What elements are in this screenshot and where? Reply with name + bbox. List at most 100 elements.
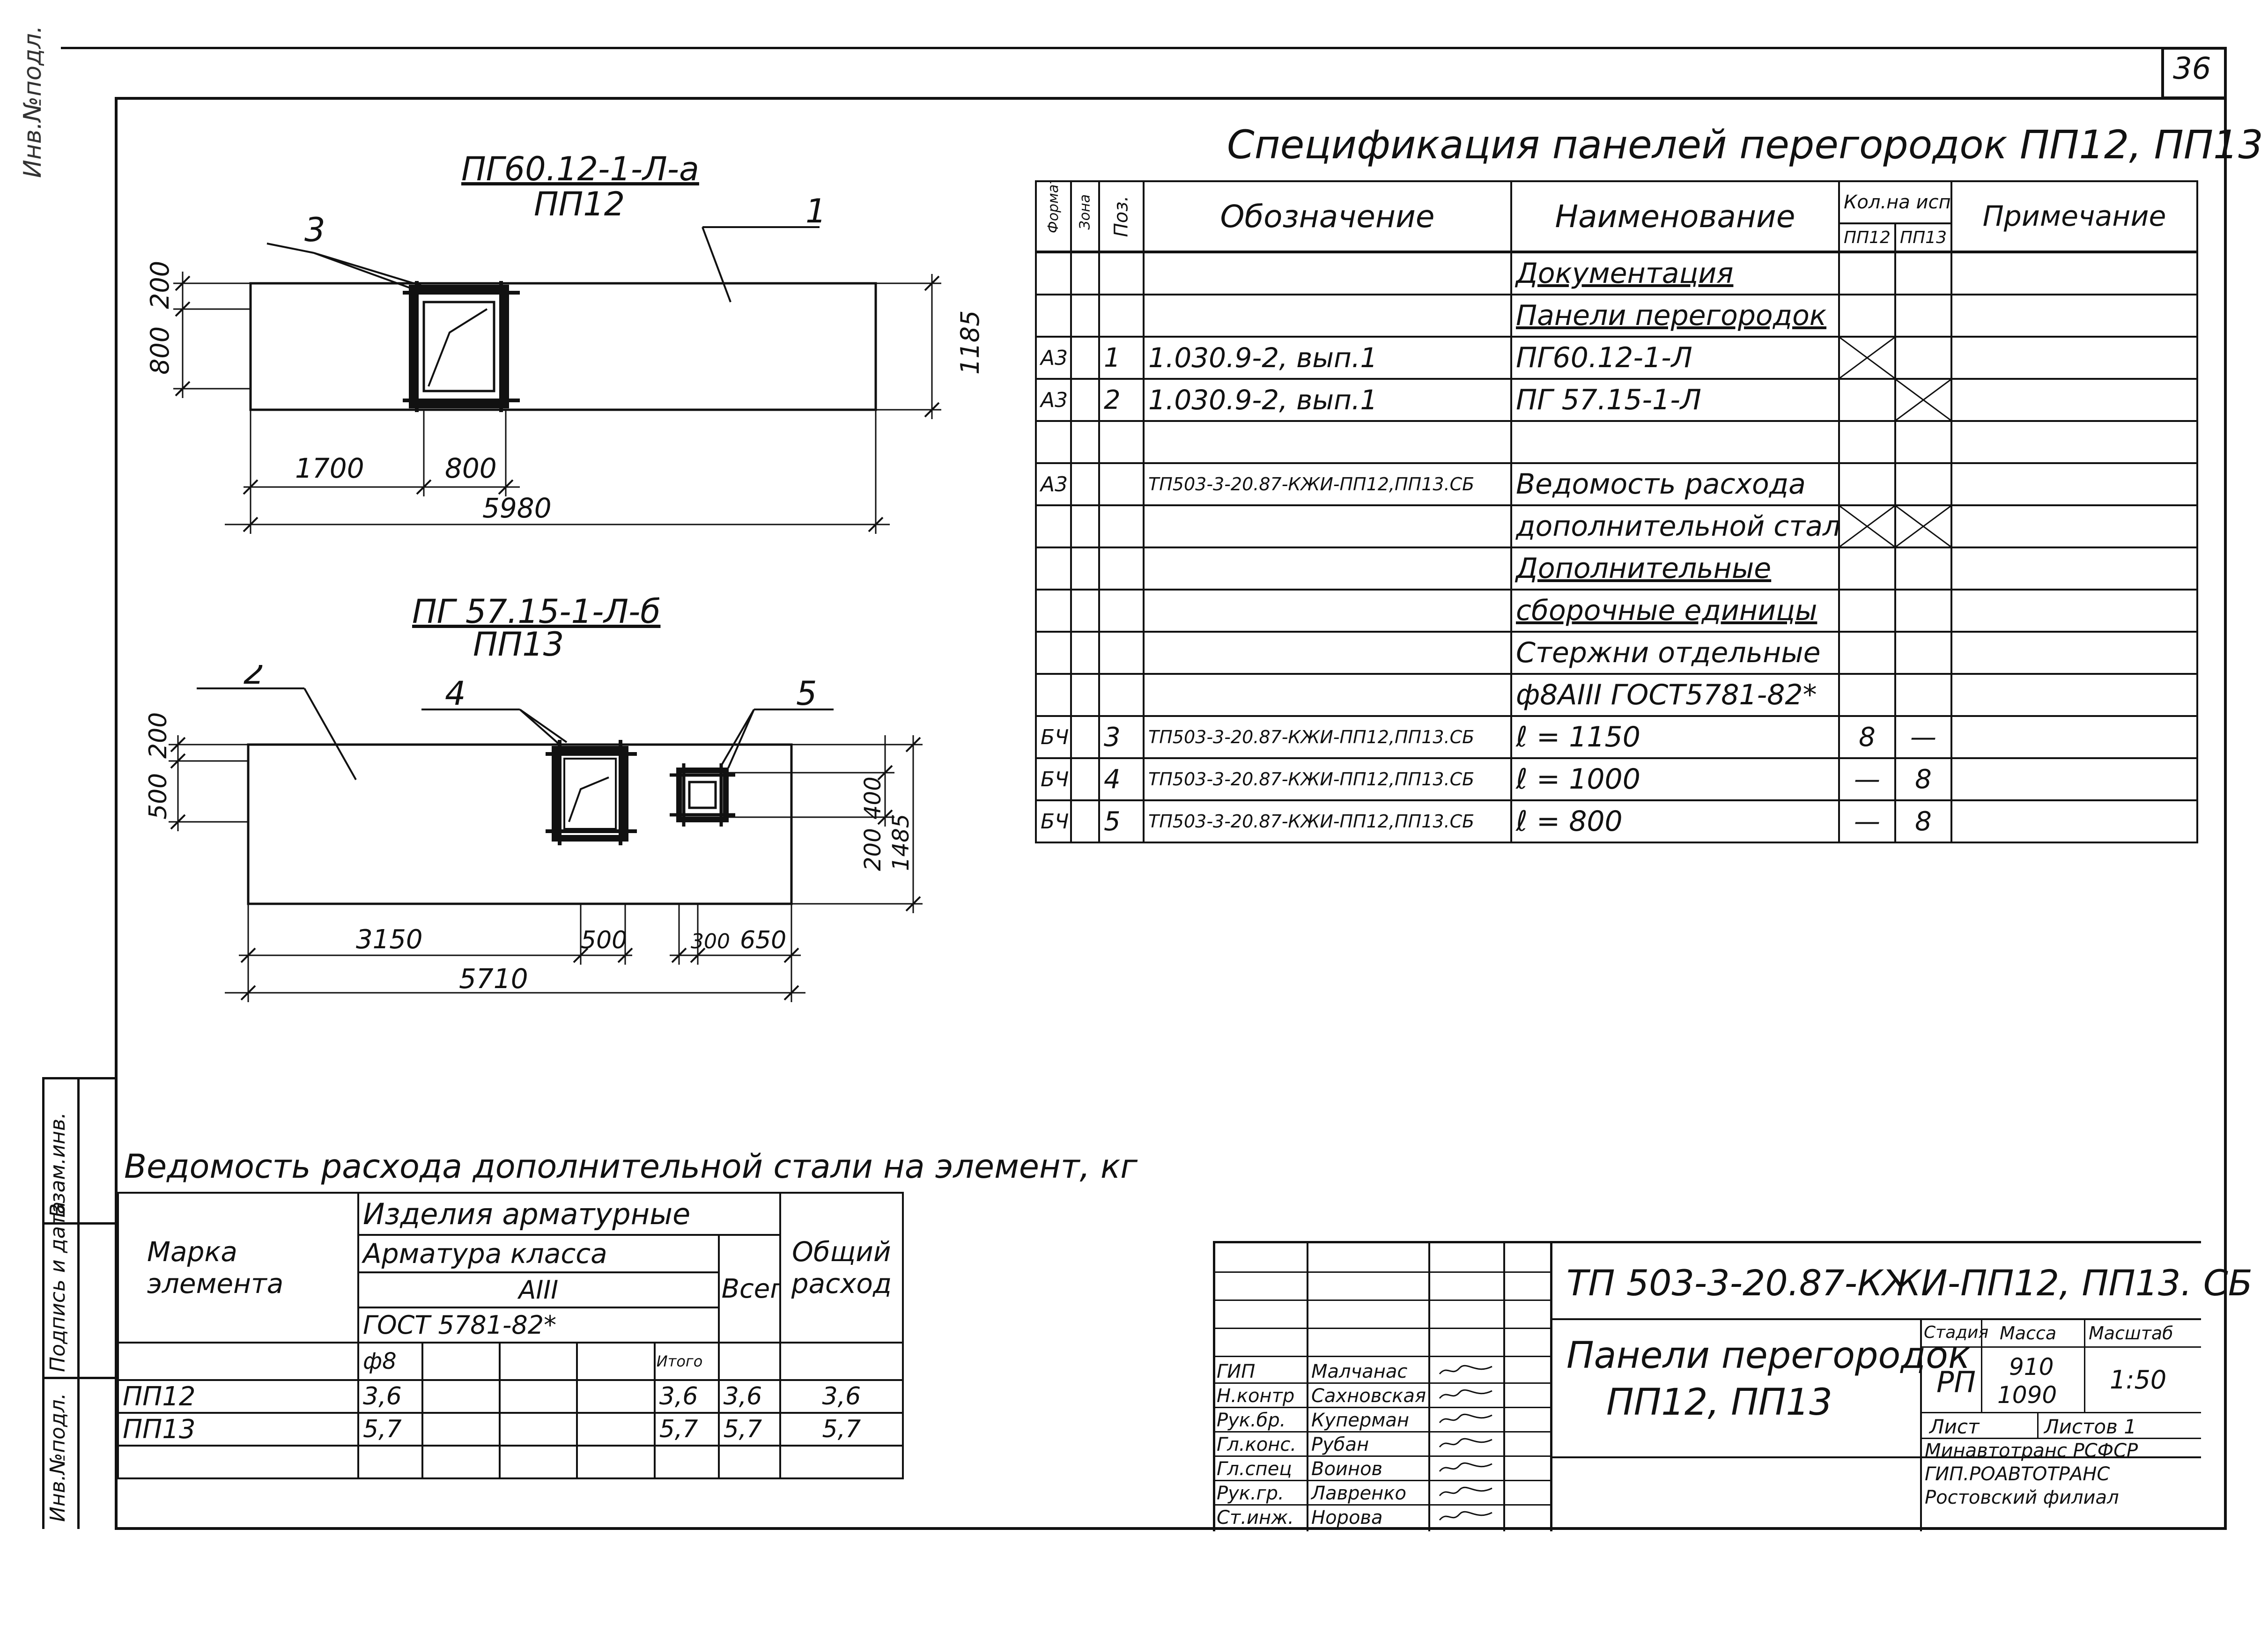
steel-row-vsego: 5,7 <box>717 1412 781 1447</box>
drawing2-dim-300: 300 <box>691 930 730 953</box>
spec-cell-name: ℓ = 1000 <box>1510 757 1840 801</box>
signature-mark <box>1438 1484 1494 1499</box>
staff-name: Сахновская <box>1311 1385 1426 1407</box>
left-margin-text: Инв.№подл. <box>19 25 47 178</box>
spec-h-name: Наименование <box>1510 180 1840 252</box>
spec-cell-format <box>1035 673 1072 717</box>
tb-mass-2: 1090 <box>1997 1381 2057 1409</box>
drawing2-dim-r200: 200 <box>860 828 886 871</box>
spec-cell-zone <box>1070 251 1100 295</box>
steel-row-mark: ПП13 <box>117 1412 360 1447</box>
spec-cell-pp12-cross <box>1838 504 1896 548</box>
spec-cell-pp12 <box>1838 589 1896 633</box>
spec-cell-designation <box>1143 251 1512 295</box>
spec-cell-pp12 <box>1838 378 1896 422</box>
spec-cell-pp12 <box>1838 251 1896 295</box>
spec-cell-name: сборочные единицы <box>1510 589 1840 633</box>
spec-row: Документация <box>1035 251 2198 295</box>
drawing1-dim-1700: 1700 <box>295 452 364 484</box>
title-block: ТП 503-3-20.87-КЖИ-ПП12, ПП13. СБ Панели… <box>1213 1241 2253 1531</box>
spec-cell-designation: ТП503-3-20.87-КЖИ-ПП12,ПП13.СБ <box>1143 757 1512 801</box>
drawing2-dim-200: 200 <box>144 712 172 759</box>
staff-role: Ст.инж. <box>1217 1507 1294 1529</box>
spec-cell-pp13 <box>1894 420 1952 464</box>
spec-cell-zone <box>1070 757 1100 801</box>
spec-cell-format <box>1035 631 1072 675</box>
tb-stage-h: Стадия <box>1924 1323 1989 1342</box>
spec-cell-pp12: — <box>1838 799 1896 843</box>
spec-cell-note <box>1950 462 2198 506</box>
spec-cell-name: Ведомость расхода <box>1510 462 1840 506</box>
drawing2-dim-650: 650 <box>740 926 786 954</box>
staff-role: Н.контр <box>1217 1385 1295 1407</box>
spec-cell-name: дополнительной стали <box>1510 504 1840 548</box>
steel-row-obsh: 5,7 <box>779 1412 904 1447</box>
spec-cell-pp12 <box>1838 462 1896 506</box>
spec-cell-designation <box>1143 631 1512 675</box>
spec-h-pos: Поз. <box>1098 180 1145 252</box>
spec-cell-pp13 <box>1894 294 1952 338</box>
spec-cell-designation <box>1143 504 1512 548</box>
drawing2-dim-500b: 500 <box>581 926 627 954</box>
spec-row: Дополнительные <box>1035 546 2198 591</box>
spec-cell-note <box>1950 799 2198 843</box>
drawing-frame <box>115 97 2227 1530</box>
drawing1-panel: 3 1 200 800 1185 1700 800 5980 <box>145 197 985 534</box>
tb-mass-h: Масса <box>2000 1323 2057 1344</box>
spec-cell-pos <box>1098 294 1145 338</box>
drawing1-dim-5980: 5980 <box>482 492 552 524</box>
spec-cell-designation <box>1143 589 1512 633</box>
tb-org-3: Ростовский филиал <box>1925 1487 2119 1508</box>
steel-row-obsh: 3,6 <box>779 1379 904 1414</box>
drawing2-dim-5710: 5710 <box>459 963 528 995</box>
staff-name: Рубан <box>1311 1434 1369 1455</box>
steel-h-class: АIII <box>357 1271 720 1308</box>
spec-cell-note <box>1950 546 2198 591</box>
spec-cell-zone <box>1070 462 1100 506</box>
spec-cell-zone <box>1070 378 1100 422</box>
spec-cell-pos: 1 <box>1098 336 1145 380</box>
spec-title: Спецификация панелей перегородок ПП12, П… <box>1227 122 2263 168</box>
spec-cell-pp13 <box>1894 631 1952 675</box>
spec-cell-note <box>1950 378 2198 422</box>
spec-cell-designation <box>1143 294 1512 338</box>
drawing1-sub: ПП12 <box>534 185 625 223</box>
spec-cell-pp13 <box>1894 251 1952 295</box>
spec-cell-format: А3 <box>1035 336 1072 380</box>
spec-cell-pos <box>1098 420 1145 464</box>
staff-name: Малчанас <box>1311 1361 1408 1382</box>
steel-row-vsego: 3,6 <box>717 1379 781 1414</box>
spec-cell-note <box>1950 294 2198 338</box>
spec-cell-format: БЧ <box>1035 715 1072 759</box>
spec-cell-pos <box>1098 504 1145 548</box>
steel-row-d8: 5,7 <box>357 1412 423 1447</box>
drawing1-mark: ПГ60.12-1-Л-а <box>461 150 699 188</box>
staff-row: Гл.конс.Рубан <box>1213 1431 1550 1457</box>
steel-h-rebar: Арматура класса <box>357 1234 720 1273</box>
spec-cell-format <box>1035 420 1072 464</box>
spec-row: ф8АIII ГОСТ5781-82* <box>1035 673 2198 717</box>
spec-cell-format <box>1035 546 1072 591</box>
spec-cell-pos <box>1098 589 1145 633</box>
steel-h-mark: Марка элемента <box>117 1192 360 1344</box>
spec-cell-designation: ТП503-3-20.87-КЖИ-ПП12,ПП13.СБ <box>1143 462 1512 506</box>
tb-code: ТП 503-3-20.87-КЖИ-ПП12, ПП13. СБ <box>1566 1262 2253 1304</box>
spec-cell-designation <box>1143 546 1512 591</box>
spec-cell-pos <box>1098 546 1145 591</box>
steel-h-gost: ГОСТ 5781-82* <box>357 1307 720 1344</box>
staff-role: ГИП <box>1217 1361 1256 1382</box>
spec-cell-designation: ТП503-3-20.87-КЖИ-ПП12,ПП13.СБ <box>1143 799 1512 843</box>
sheet-number: 36 <box>2173 52 2211 86</box>
steel-row: ПП13 5,7 5,7 5,7 5,7 <box>117 1412 904 1447</box>
steel-row-itogo: 5,7 <box>653 1412 720 1447</box>
signature-mark <box>1438 1509 1494 1524</box>
tb-scale-h: Масштаб <box>2089 1323 2173 1344</box>
steel-h-d8: ф8 <box>357 1342 423 1381</box>
spec-cell-name: ℓ = 1150 <box>1510 715 1840 759</box>
spec-cell-pp12 <box>1838 294 1896 338</box>
